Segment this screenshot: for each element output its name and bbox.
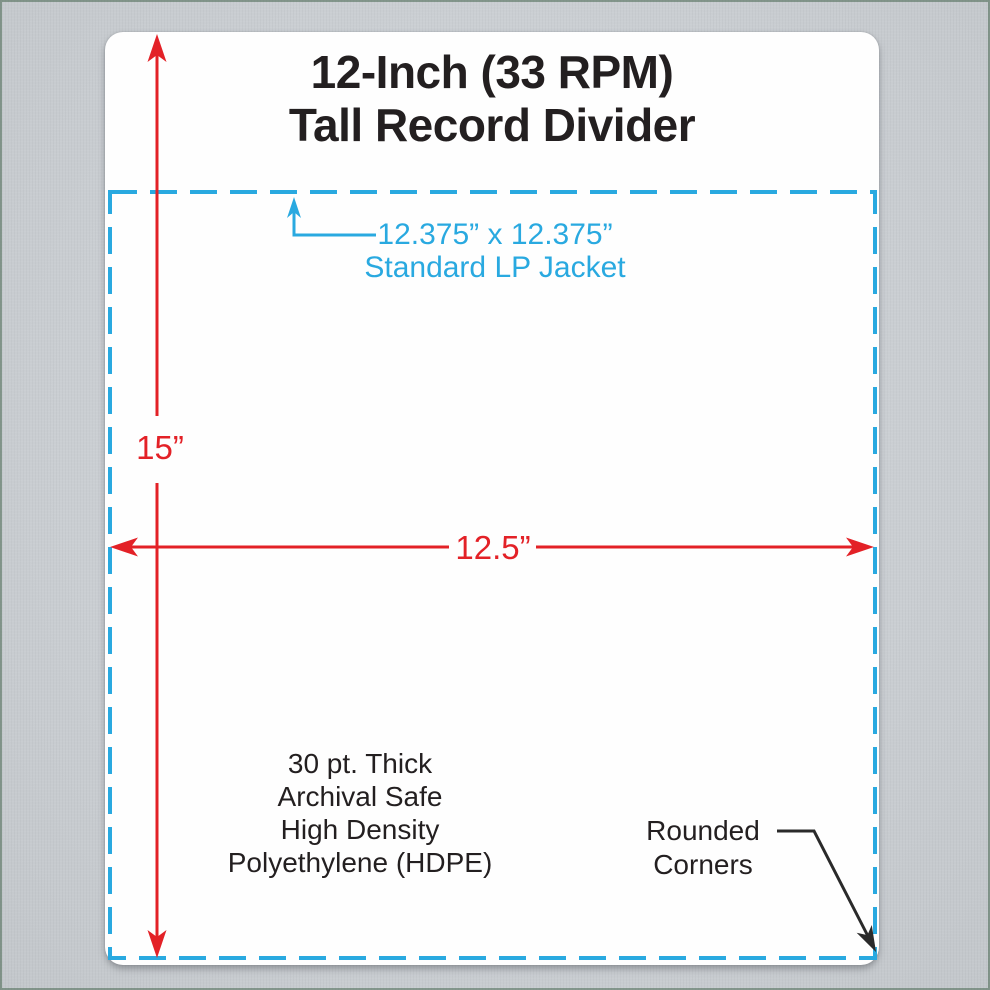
page-title-line-1: 12-Inch (33 RPM)	[310, 46, 674, 98]
width-dimension-arrow	[110, 537, 874, 557]
corner-note-line-2: Corners	[653, 849, 753, 880]
corner-leader-arrow-head	[856, 924, 876, 952]
jacket-callout-size: 12.375” x 12.375”	[377, 218, 613, 251]
jacket-callout-name: Standard LP Jacket	[364, 251, 626, 284]
height-arrow-head-top	[147, 34, 167, 62]
height-dimension-arrow	[147, 34, 167, 958]
corner-leader-arrow	[777, 829, 876, 952]
lp-jacket-dashed-outline	[108, 190, 877, 960]
jacket-callout-arrow-head	[287, 197, 301, 218]
width-arrow-head-right	[846, 537, 874, 557]
height-dimension-label: 15”	[136, 429, 184, 466]
corner-note-line-1: Rounded	[646, 815, 760, 846]
product-card	[105, 32, 879, 965]
jacket-callout-label: 12.375” x 12.375” Standard LP Jacket	[364, 218, 625, 284]
material-note-line-2: Archival Safe	[277, 781, 443, 812]
material-note-line-1: 30 pt. Thick	[287, 748, 433, 779]
width-arrow-head-left	[110, 537, 138, 557]
corner-note: Rounded Corners	[646, 814, 760, 882]
material-note-line-3: High Density	[280, 814, 440, 845]
material-note-line-4: Polyethylene (HDPE)	[227, 847, 493, 878]
page-title: 12-Inch (33 RPM) Tall Record Divider	[288, 46, 696, 152]
material-note: 30 pt. Thick Archival Safe High Density …	[228, 747, 493, 879]
page-title-line-2: Tall Record Divider	[288, 99, 696, 151]
corner-leader-line	[777, 829, 874, 945]
height-arrow-head-bottom	[147, 930, 167, 958]
width-dimension-label: 12.5”	[455, 529, 531, 566]
jacket-callout-arrow-line	[292, 202, 376, 237]
jacket-callout-arrow	[287, 197, 376, 237]
